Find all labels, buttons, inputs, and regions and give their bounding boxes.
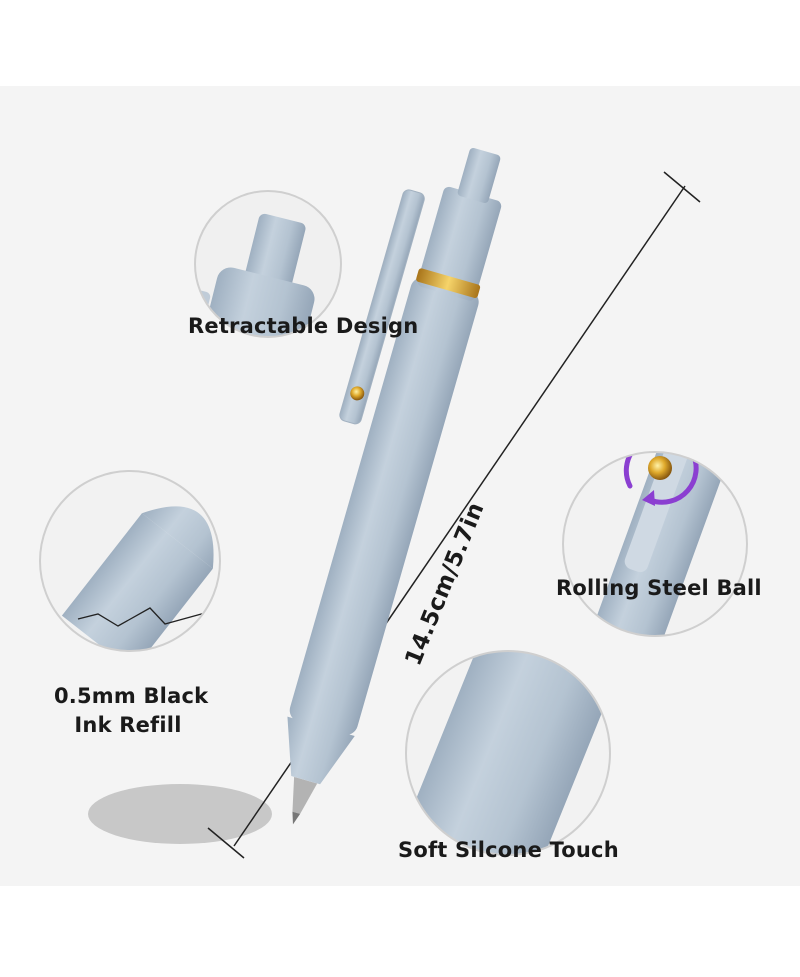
label-refill-line2: Ink Refill [74,713,182,737]
zoom-circle-retractable [194,190,342,338]
pen-illustration [39,148,748,859]
gold-ball-icon [648,456,672,480]
label-refill-line1: 0.5mm Black [54,684,209,708]
pen [287,148,502,825]
label-rolling-ball: Rolling Steel Ball [556,576,762,600]
label-soft-touch: Soft Silcone Touch [398,838,619,862]
zoom-circle-rolling-ball [562,451,748,637]
zoom-circle-soft-touch [405,650,611,856]
label-refill: 0.5mm Black Ink Refill [54,682,209,740]
ground-shadow [88,784,272,844]
label-retractable: Retractable Design [188,314,419,338]
zoom-circle-refill [39,470,221,652]
product-image: Retractable Design Rolling Steel Ball 0.… [0,86,800,886]
